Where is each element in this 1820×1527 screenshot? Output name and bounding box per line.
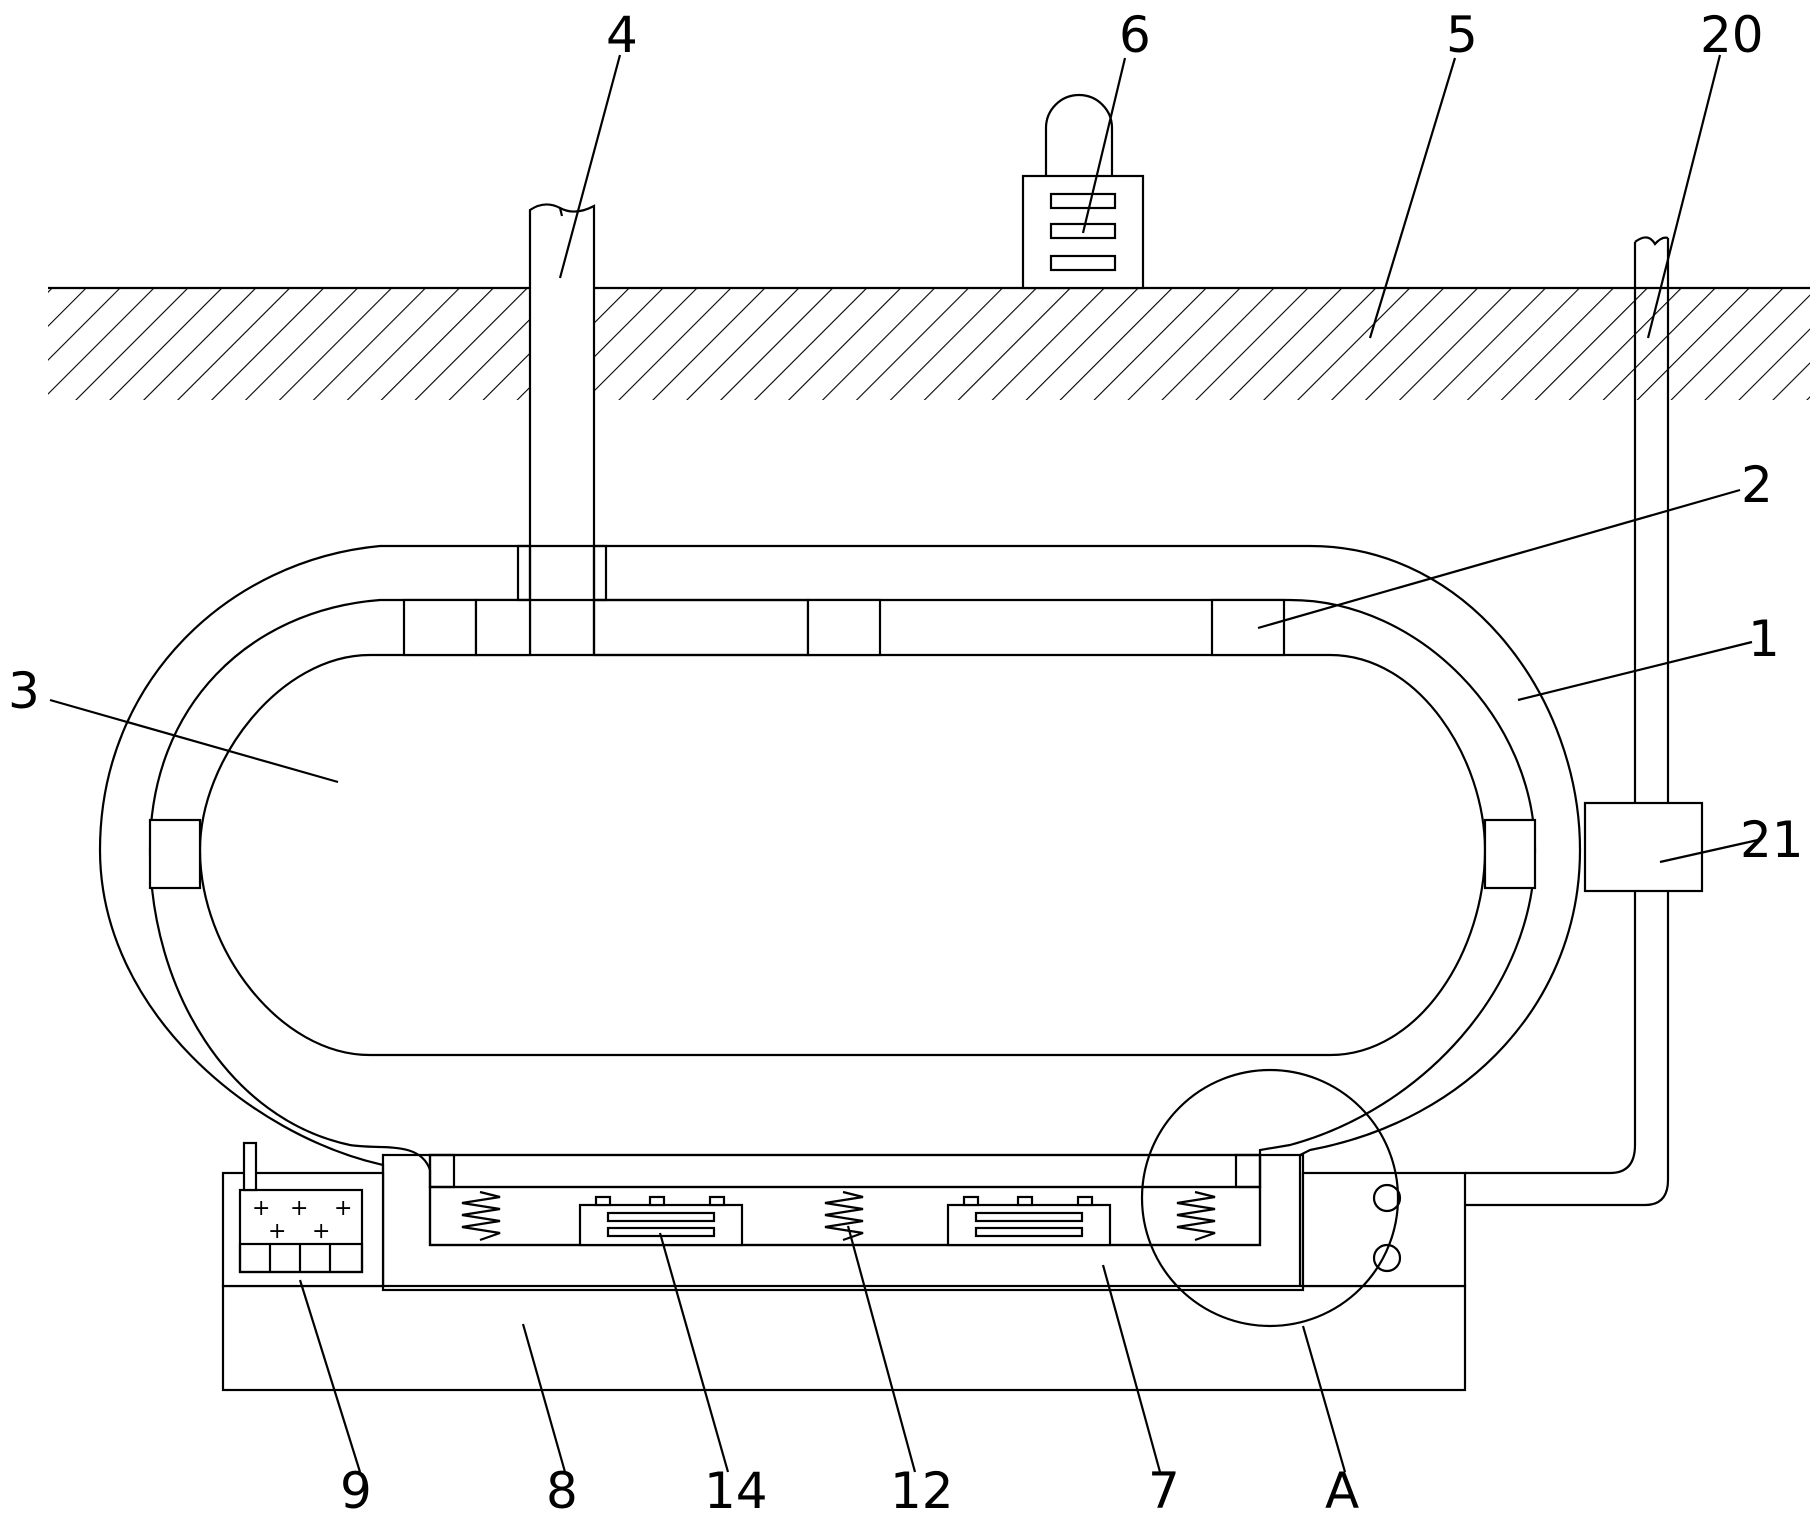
detail-circle-a xyxy=(1140,1068,1400,1328)
base-8 xyxy=(221,1284,1467,1392)
label-5: 5 xyxy=(1446,6,1478,64)
channel-blocks xyxy=(148,544,1537,890)
collar-21 xyxy=(1583,801,1704,893)
label-2: 2 xyxy=(1741,456,1773,514)
modules-14 xyxy=(578,1195,1112,1247)
label-4: 4 xyxy=(606,6,638,64)
label-3: 3 xyxy=(8,662,40,720)
label-8: 8 xyxy=(546,1462,578,1520)
part-labels: 4 6 5 20 2 1 3 21 9 8 14 12 7 A xyxy=(8,6,1804,1520)
svg-text:+: + xyxy=(334,1196,352,1221)
label-a: A xyxy=(1325,1462,1359,1520)
label-1: 1 xyxy=(1748,610,1780,668)
svg-text:+: + xyxy=(252,1196,270,1221)
ground-layer xyxy=(48,286,1810,400)
pipe-4 xyxy=(528,203,596,655)
svg-text:+: + xyxy=(290,1196,308,1221)
label-7: 7 xyxy=(1148,1462,1180,1520)
label-21: 21 xyxy=(1740,811,1804,869)
pipe-20 xyxy=(1465,236,1670,1207)
label-20: 20 xyxy=(1700,6,1764,64)
device-9: + + + + + xyxy=(221,1141,385,1288)
sensor-6 xyxy=(1021,93,1145,290)
label-12: 12 xyxy=(890,1462,954,1520)
svg-text:+: + xyxy=(268,1219,286,1244)
label-6: 6 xyxy=(1119,6,1151,64)
svg-text:+: + xyxy=(312,1219,330,1244)
label-9: 9 xyxy=(340,1462,372,1520)
pump-box xyxy=(1301,1171,1467,1288)
leader-lines xyxy=(49,54,1759,1473)
label-14: 14 xyxy=(704,1462,768,1520)
